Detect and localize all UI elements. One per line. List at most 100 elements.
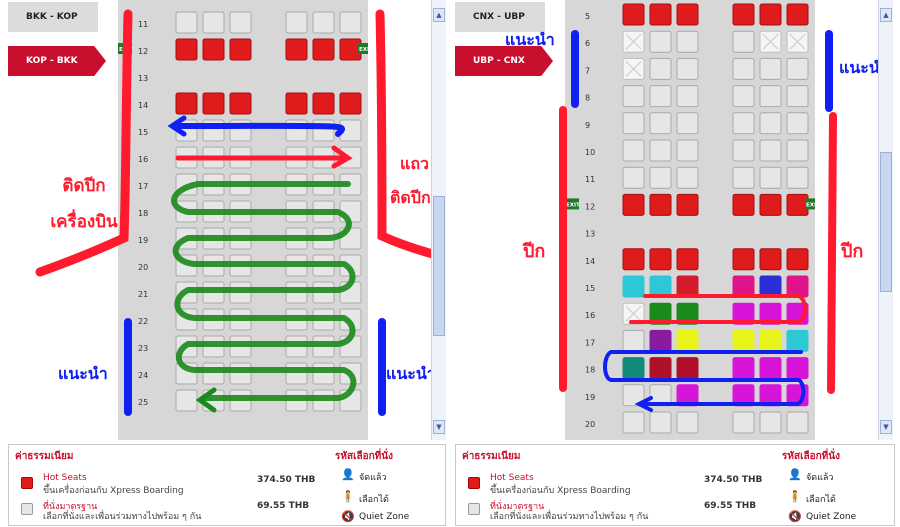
seat[interactable] [622, 384, 645, 407]
seat[interactable] [202, 92, 225, 115]
seat[interactable] [312, 173, 335, 196]
seat[interactable] [786, 57, 809, 80]
seat[interactable] [312, 227, 335, 250]
seat[interactable] [759, 112, 782, 135]
seat[interactable] [676, 384, 699, 407]
seat[interactable] [339, 389, 362, 412]
seat[interactable] [622, 3, 645, 26]
seat[interactable] [312, 65, 335, 88]
seat[interactable] [229, 335, 252, 358]
seat[interactable] [759, 329, 782, 352]
seat[interactable] [759, 221, 782, 244]
seat[interactable] [759, 411, 782, 434]
seat[interactable] [649, 3, 672, 26]
seat[interactable] [622, 221, 645, 244]
seat[interactable] [175, 200, 198, 223]
seat[interactable] [175, 281, 198, 304]
seat[interactable] [229, 92, 252, 115]
seat[interactable] [786, 193, 809, 216]
seat[interactable] [339, 65, 362, 88]
seat[interactable] [202, 200, 225, 223]
seat[interactable] [649, 275, 672, 298]
seat[interactable] [229, 200, 252, 223]
scroll-up-icon[interactable]: ▲ [880, 8, 892, 22]
seat[interactable] [786, 329, 809, 352]
seat[interactable] [649, 329, 672, 352]
seat[interactable] [175, 308, 198, 331]
seat[interactable] [759, 139, 782, 162]
tab-ubp-cnx[interactable]: UBP - CNX [455, 46, 553, 76]
seat[interactable] [229, 65, 252, 88]
seat[interactable] [786, 248, 809, 271]
seat[interactable] [229, 362, 252, 385]
seat[interactable] [285, 362, 308, 385]
seat[interactable] [622, 112, 645, 135]
seat[interactable] [759, 302, 782, 325]
seat[interactable] [312, 146, 335, 169]
seat[interactable] [649, 384, 672, 407]
seat[interactable] [676, 166, 699, 189]
seat[interactable] [786, 302, 809, 325]
seat[interactable] [285, 227, 308, 250]
seat[interactable] [786, 3, 809, 26]
seat[interactable] [339, 11, 362, 34]
seat[interactable] [339, 362, 362, 385]
seat[interactable] [649, 166, 672, 189]
seat[interactable] [285, 281, 308, 304]
seat[interactable] [786, 411, 809, 434]
seat[interactable] [759, 384, 782, 407]
scroll-down-icon[interactable]: ▼ [433, 420, 445, 434]
seat[interactable] [786, 139, 809, 162]
seat[interactable] [175, 11, 198, 34]
seat[interactable] [732, 384, 755, 407]
seat[interactable] [649, 193, 672, 216]
seat[interactable] [229, 119, 252, 142]
seat[interactable] [285, 200, 308, 223]
seat[interactable] [676, 139, 699, 162]
seat[interactable] [759, 357, 782, 380]
seat[interactable] [175, 254, 198, 277]
seat[interactable] [732, 411, 755, 434]
seat[interactable] [676, 275, 699, 298]
seat[interactable] [202, 254, 225, 277]
seat[interactable] [732, 139, 755, 162]
seat[interactable] [759, 166, 782, 189]
seat[interactable] [732, 166, 755, 189]
seat[interactable] [676, 411, 699, 434]
seat[interactable] [339, 146, 362, 169]
seat[interactable] [175, 119, 198, 142]
seat[interactable] [175, 146, 198, 169]
seat[interactable] [676, 248, 699, 271]
scrollbar-left[interactable]: ▲ ▼ [431, 0, 446, 440]
seat[interactable] [786, 275, 809, 298]
seat[interactable] [312, 200, 335, 223]
seat[interactable] [229, 254, 252, 277]
scroll-down-icon[interactable]: ▼ [880, 420, 892, 434]
seat[interactable] [676, 329, 699, 352]
seat[interactable] [676, 30, 699, 53]
seat[interactable] [202, 335, 225, 358]
seat[interactable] [676, 112, 699, 135]
seat[interactable] [285, 119, 308, 142]
seat[interactable] [786, 221, 809, 244]
seat[interactable] [786, 384, 809, 407]
seat[interactable] [649, 411, 672, 434]
seat[interactable] [175, 173, 198, 196]
seat[interactable] [339, 92, 362, 115]
seat[interactable] [312, 254, 335, 277]
seat[interactable] [649, 85, 672, 108]
seat[interactable] [229, 173, 252, 196]
seat[interactable] [786, 166, 809, 189]
seat[interactable] [229, 389, 252, 412]
seat[interactable] [786, 357, 809, 380]
seat[interactable] [676, 85, 699, 108]
seat[interactable] [229, 146, 252, 169]
seat[interactable] [285, 389, 308, 412]
seat[interactable] [676, 221, 699, 244]
seat[interactable] [786, 112, 809, 135]
seat[interactable] [786, 85, 809, 108]
seat[interactable] [285, 11, 308, 34]
scroll-thumb[interactable] [880, 152, 892, 292]
seat[interactable] [202, 11, 225, 34]
seat[interactable] [312, 281, 335, 304]
